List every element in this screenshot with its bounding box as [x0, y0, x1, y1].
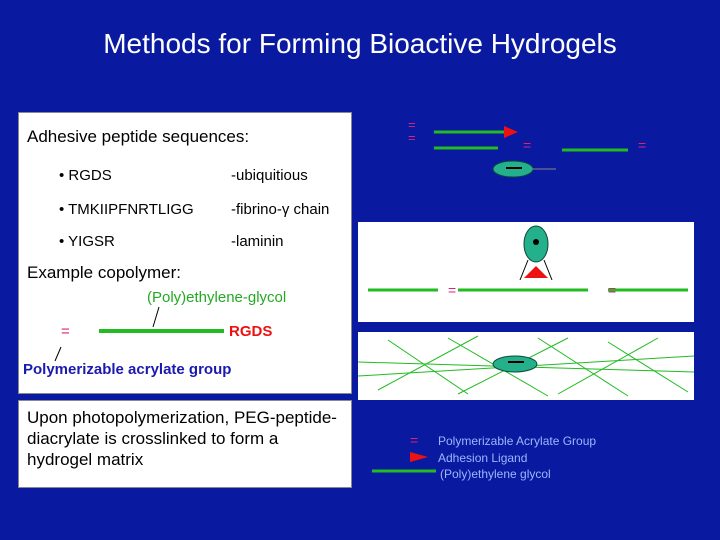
hydrogel-diagram-top	[434, 126, 628, 178]
peptide-name-rgds: • RGDS	[59, 167, 112, 184]
cell-icon	[492, 355, 538, 373]
legend-peg-line-icon	[372, 469, 436, 473]
peptide-source-tmk: -fibrino-γ chain	[231, 201, 330, 218]
acrylate-symbol: =	[61, 323, 70, 340]
acrylate-symbol-stacked: ==	[408, 117, 416, 145]
example-copolymer-label: Example copolymer:	[27, 263, 182, 282]
peg-pointer	[152, 306, 160, 328]
cell-adhesion-diagram	[368, 225, 688, 292]
acrylate-symbol: =	[638, 137, 647, 153]
peptide-name-yigsr: • YIGSR	[59, 233, 115, 250]
legend-acrylate-symbol: =	[410, 432, 419, 448]
acrylate-pointer	[54, 346, 62, 362]
legend-acrylate-label: Polymerizable Acrylate Group	[438, 434, 597, 448]
cell-nucleus	[533, 239, 539, 245]
peptide-info-box: Adhesive peptide sequences: • RGDS -ubiq…	[18, 112, 352, 394]
acrylate-symbol: =	[608, 282, 617, 298]
rgds-label: RGDS	[229, 323, 273, 340]
photopolymerization-box: Upon photopolymerization, PEG-peptide-di…	[18, 400, 352, 488]
cell-leg	[543, 259, 553, 281]
crosslinked-network-diagram	[357, 335, 695, 397]
legend-peg-label: (Poly)ethylene glycol	[440, 467, 551, 481]
photopolymerization-text: Upon photopolymerization, PEG-peptide-di…	[27, 408, 337, 469]
legend-ligand-label: Adhesion Ligand	[438, 451, 528, 465]
copolymer-diagram	[54, 306, 224, 362]
peptide-name-tmk: • TMKIIPFNRTLIGG	[59, 201, 194, 218]
crosslinked-network-panel	[357, 332, 695, 400]
legend-ligand-icon	[410, 452, 428, 462]
adhesion-ligand-icon	[524, 266, 548, 278]
cell-adhesion-panel	[358, 222, 694, 322]
adhesion-ligand-icon	[504, 126, 518, 138]
acrylate-symbol: =	[523, 137, 532, 153]
peptide-source-yigsr: -laminin	[231, 233, 284, 250]
peptide-heading: Adhesive peptide sequences:	[27, 127, 250, 146]
peg-label: (Poly)ethylene-glycol	[147, 289, 287, 306]
cell-leg	[519, 259, 529, 281]
acrylate-symbol: =	[448, 282, 457, 298]
acrylate-group-label: Polymerizable acrylate group	[23, 361, 232, 378]
peptide-source-rgds: -ubiquitious	[231, 167, 308, 184]
slide-title: Methods for Forming Bioactive Hydrogels	[103, 28, 617, 59]
